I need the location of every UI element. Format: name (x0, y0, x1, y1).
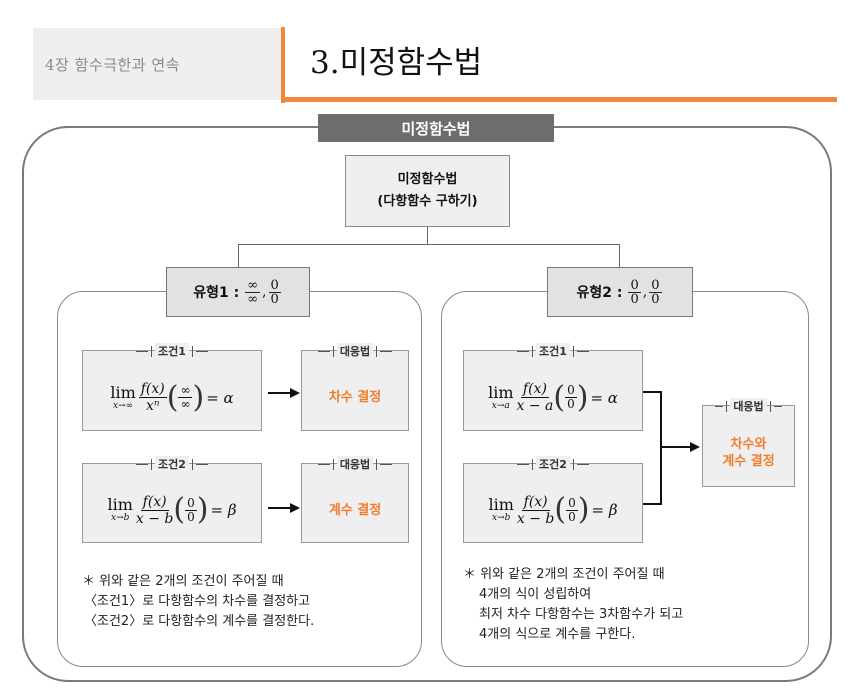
type1-frac2-den: 0 (270, 291, 279, 307)
type1-arrow1 (268, 392, 292, 394)
type1-frac1: ∞ ∞ (245, 277, 261, 307)
type2-note-line3: 최저 차수 다항함수는 3차함수가 되고 (479, 607, 684, 622)
chapter-label: 4장 함수극한과 연속 (33, 28, 281, 100)
header-accent-vertical (281, 27, 285, 103)
type1-sep: , (262, 284, 267, 300)
type1-frac1-num: ∞ (245, 277, 261, 293)
type2-response-line1: 차수와 (730, 437, 767, 452)
type1-frac2: 0 0 (268, 277, 281, 307)
type1-arrow2 (268, 507, 292, 509)
type2-response-box: 대응법 차수와 계수 결정 (702, 398, 795, 487)
type1-frac2-num: 0 (268, 277, 281, 293)
type2-frac1: 0 0 (628, 277, 641, 307)
type2-bracket-top (643, 391, 661, 393)
type2-response-label: 대응법 (703, 398, 794, 414)
type1-condition1-label: 조건1 (83, 343, 261, 359)
type1-note-line2: 〈조건1〉로 다항함수의 차수를 결정하고 (84, 594, 311, 609)
type2-frac2-den: 0 (651, 291, 660, 307)
type1-response1-box: 대응법 차수 결정 (301, 343, 409, 431)
type1-response2-box: 대응법 계수 결정 (301, 456, 409, 543)
type1-response1-text: 차수 결정 (328, 390, 382, 405)
type2-bracket-bottom (643, 503, 661, 505)
type1-response2-label: 대응법 (302, 456, 408, 472)
type2-frac2-num: 0 (649, 277, 662, 293)
root-node: 미정함수법 (다항함수 구하기) (345, 155, 510, 227)
type2-condition2-label: 조건2 (464, 456, 642, 472)
type2-arrow (661, 446, 691, 448)
type2-frac2: 0 0 (649, 277, 662, 307)
type1-condition2-label: 조건2 (83, 456, 261, 472)
connector-horizontal (238, 244, 620, 245)
type1-header: 유형1 : ∞ ∞ , 0 0 (166, 267, 310, 317)
type2-note-line4: 4개의 식으로 계수를 구한다. (479, 627, 636, 642)
type1-frac1-den: ∞ (247, 291, 259, 307)
type1-arrow2-head (290, 503, 300, 513)
type2-frac1-num: 0 (628, 277, 641, 293)
type1-label: 유형1 : (193, 285, 240, 301)
connector-left-down (238, 244, 239, 267)
type2-note-line1: ＊ 위와 같은 2개의 조건이 주어질 때 (463, 567, 665, 582)
type2-sep: , (642, 284, 648, 300)
type2-label: 유형2 : (576, 285, 623, 301)
type1-note-line3: 〈조건2〉로 다항함수의 계수를 결정한다. (84, 614, 315, 629)
type1-note-line1: ＊ 위와 같은 2개의 조건이 주어질 때 (82, 574, 284, 589)
type2-note-line2: 4개의 식이 성립하여 (479, 587, 592, 602)
frame-tab: 미정함수법 (318, 114, 554, 142)
header-accent-underline (281, 97, 837, 102)
root-node-line1: 미정함수법 (397, 172, 458, 187)
type2-arrow-head (690, 442, 700, 452)
type2-bracket-vertical (660, 391, 662, 505)
root-node-line2: (다항함수 구하기) (377, 194, 478, 209)
type1-response2-text: 계수 결정 (328, 502, 382, 518)
type2-note: ＊ 위와 같은 2개의 조건이 주어질 때 4개의 식이 성립하여 최저 차수 … (463, 565, 683, 645)
page-title: 3.미정함수법 (310, 45, 483, 81)
connector-right-down (619, 244, 620, 267)
type2-header: 유형2 : 0 0 , 0 0 (547, 267, 693, 317)
type1-note: ＊ 위와 같은 2개의 조건이 주어질 때 〈조건1〉로 다항함수의 차수를 결… (82, 572, 314, 632)
type1-response1-label: 대응법 (302, 343, 408, 359)
type2-condition1-label: 조건1 (464, 343, 642, 359)
type2-response-line2: 계수 결정 (722, 454, 775, 469)
type1-arrow1-head (290, 388, 300, 398)
connector-root-down (427, 227, 428, 245)
type2-frac1-den: 0 (630, 291, 639, 307)
